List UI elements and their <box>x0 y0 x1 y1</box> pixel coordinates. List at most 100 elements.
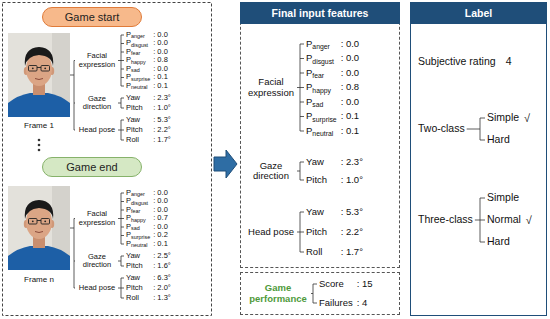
value-text: : 0.1 <box>153 73 168 81</box>
bracket-line <box>300 44 304 45</box>
probability-symbol: P <box>306 82 312 92</box>
angle-name: Yaw <box>126 274 140 282</box>
ellipsis-dot <box>38 144 41 147</box>
emotion-subscript: sad <box>131 226 140 232</box>
stage-pill: Game end <box>42 157 142 177</box>
emotion-subscript: neutral <box>131 243 147 249</box>
value-text: : 1.7° <box>341 247 363 257</box>
bracket-line <box>313 284 317 285</box>
metric-value: : 4 <box>357 298 368 308</box>
emotion-subscript: surprise <box>131 235 150 241</box>
bracket-line <box>121 210 124 211</box>
bracket-line <box>118 60 121 61</box>
feature-group-label: Gaze direction <box>77 253 117 270</box>
stage-label: Game end <box>66 162 117 173</box>
bracket-line <box>74 261 75 262</box>
bracket-line <box>313 303 317 304</box>
scheme-label: Three-class <box>418 214 473 226</box>
check-mark: √ <box>524 112 530 124</box>
angle-name: Yaw <box>126 252 140 260</box>
feature-group-label: Head pose <box>77 284 117 292</box>
probability-symbol: P <box>126 48 131 56</box>
label-panel: LabelSubjective rating4Two-classSimple√H… <box>410 2 547 316</box>
value-text: : 0.0 <box>341 97 360 107</box>
bracket-line <box>70 228 74 229</box>
emotion-subscript: disgust <box>312 58 334 66</box>
probability-symbol: P <box>126 206 131 214</box>
probability-symbol: P <box>126 82 131 90</box>
bracket-line <box>300 87 304 88</box>
value-text: : 2.3° <box>153 94 171 102</box>
value-text: : 0.1 <box>153 240 168 248</box>
stage-pill: Game start <box>42 7 142 27</box>
bracket-line <box>118 218 121 219</box>
value-text: : 0.0 <box>341 53 360 63</box>
value-text: : 2.2° <box>153 126 171 134</box>
bracket-line <box>118 261 121 262</box>
emotion-subscript: happy <box>131 218 146 224</box>
bracket-line <box>121 60 124 61</box>
probability-symbol: P <box>306 97 312 107</box>
bracket-line <box>480 118 481 140</box>
class-option: Hard <box>487 134 510 146</box>
scheme-label: Two-class <box>418 123 465 135</box>
value-text: : 2.3° <box>341 157 363 167</box>
bracket-line <box>300 131 304 132</box>
ellipsis-dot <box>38 139 41 142</box>
emotion-subscript: neutral <box>131 85 147 91</box>
class-option: Simple <box>487 192 519 204</box>
bracket-line <box>121 52 124 53</box>
bracket-line <box>480 242 485 243</box>
bracket-line <box>121 86 124 87</box>
angle-name: Roll <box>126 294 139 302</box>
emotion-subscript: sad <box>131 68 140 74</box>
feature-group-label: Gaze direction <box>246 161 296 182</box>
bracket-line <box>121 130 124 131</box>
value-text: : 0.0 <box>341 39 360 49</box>
probability-symbol: P <box>126 240 131 248</box>
probability-symbol: P <box>306 111 312 121</box>
angle-name: Yaw <box>126 94 140 102</box>
value-text: : 0.0 <box>153 39 168 47</box>
angle-name: Pitch <box>306 175 327 185</box>
probability-symbol: P <box>306 126 312 136</box>
bracket-line <box>118 288 121 289</box>
bracket-line <box>121 193 124 194</box>
bracket-line <box>300 73 304 74</box>
stage-label: Game start <box>65 12 119 23</box>
angle-name: Pitch <box>306 227 327 237</box>
bracket-line <box>74 103 75 104</box>
bracket-line <box>121 98 122 108</box>
emotion-subscript: fear <box>131 209 140 215</box>
panel-header: Final input features <box>240 2 400 24</box>
bracket-line <box>480 198 485 199</box>
bracket-line <box>121 201 124 202</box>
angle-name: Pitch <box>126 104 143 112</box>
angle-name: Yaw <box>306 207 324 217</box>
emotion-subscript: surprise <box>312 116 336 124</box>
metric-value: : 15 <box>357 279 373 289</box>
metric-name: Failures <box>319 298 353 308</box>
ellipsis-dot <box>38 149 41 152</box>
probability-symbol: P <box>126 73 131 81</box>
value-text: : 2.5° <box>153 252 171 260</box>
probability-symbol: P <box>126 214 131 222</box>
bracket-line <box>300 232 304 233</box>
probability-symbol: P <box>126 56 131 64</box>
angle-name: Yaw <box>126 116 140 124</box>
bracket-line <box>121 278 124 279</box>
angle-name: Pitch <box>126 126 143 134</box>
check-mark: √ <box>526 214 532 226</box>
emotion-subscript: anger <box>131 192 145 198</box>
bracket-line <box>300 180 304 181</box>
value-text: : 5.3° <box>153 116 171 124</box>
class-option: Simple <box>487 112 519 124</box>
bracket-line <box>121 256 124 257</box>
feature-group-label: Gaze direction <box>77 95 117 112</box>
probability-symbol: P <box>306 68 312 78</box>
angle-name: Roll <box>126 136 139 144</box>
value-text: : 0.0 <box>153 65 168 73</box>
bracket-line <box>70 75 74 76</box>
bracket-line <box>118 130 121 131</box>
frame-label: Frame 1 <box>24 122 54 131</box>
